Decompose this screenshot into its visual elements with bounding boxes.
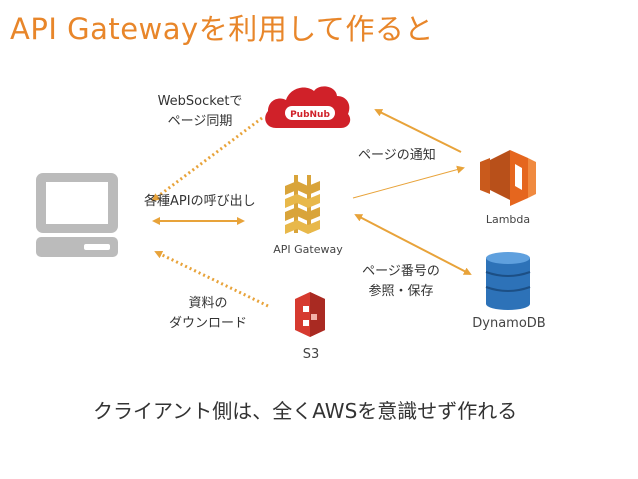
s3-to-client-arrow: [154, 250, 269, 308]
dynamodb-caption: DynamoDB: [472, 316, 546, 331]
api-gateway-icon: [285, 175, 320, 234]
websocket-sync-label: WebSocketで ページ同期: [146, 92, 254, 132]
footer-message: クライアント側は、全くAWSを意識せず作れる: [93, 399, 518, 423]
s3-bucket-icon: [295, 292, 325, 337]
page-ref-label-line2: 参照・保存: [368, 284, 434, 299]
download-label-line1: 資料の: [188, 296, 228, 311]
api-gateway-caption: API Gateway: [273, 243, 343, 256]
client-computer-icon: [36, 173, 118, 257]
page-ref-label-line1: ページ番号の: [362, 264, 440, 279]
api-call-label: 各種APIの呼び出し: [144, 194, 256, 209]
page-notify-label: ページの通知: [358, 148, 436, 163]
apigateway-dynamodb-arrow: [354, 214, 472, 275]
lambda-icon: [480, 150, 536, 206]
apigateway-to-lambda-arrow: [352, 165, 465, 199]
s3-caption: S3: [302, 347, 320, 362]
slide-title: API Gatewayを利用して作ると: [10, 12, 434, 46]
websocket-label-line2: ページ同期: [167, 114, 233, 129]
pubnub-cloud-icon: [265, 86, 351, 128]
page-ref-label: ページ番号の 参照・保存: [354, 262, 448, 302]
download-label-line2: ダウンロード: [168, 316, 247, 331]
download-label: 資料の ダウンロード: [160, 294, 256, 334]
websocket-label-line1: WebSocketで: [157, 94, 243, 109]
lambda-caption: Lambda: [485, 213, 531, 226]
lambda-to-pubnub-arrow: [374, 109, 462, 153]
pubnub-logo-text: PubNub: [290, 110, 330, 120]
dynamodb-icon: [485, 252, 531, 310]
